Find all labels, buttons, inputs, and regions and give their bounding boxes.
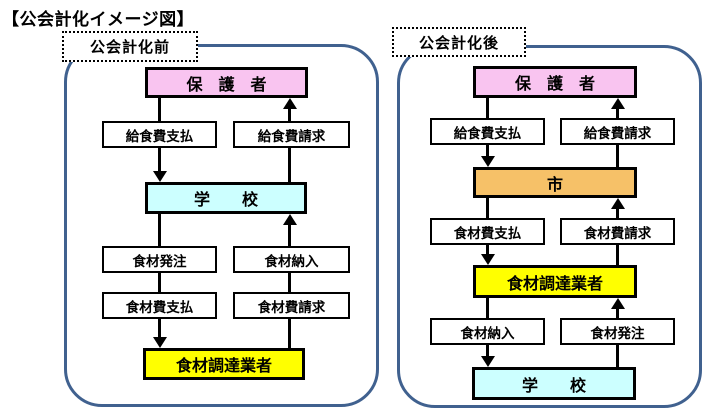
after-food-cost-payment-box: 食材費支払: [430, 218, 545, 245]
flow-line: [486, 245, 489, 255]
arrow-down-icon: [153, 337, 167, 348]
flow-line: [616, 209, 619, 218]
after-school-box: 学 校: [472, 367, 636, 400]
after-city-box: 市: [473, 167, 637, 198]
after-food-cost-billing-box: 食材費請求: [560, 218, 675, 245]
arrow-up-icon: [611, 98, 625, 109]
flow-line: [486, 345, 489, 357]
before-panel-border: [64, 44, 379, 407]
after-panel-label: 公会計化後: [392, 27, 526, 57]
flow-line: [158, 273, 161, 292]
flow-line: [486, 298, 489, 318]
arrow-up-icon: [283, 98, 297, 109]
flow-line: [288, 319, 291, 348]
after-food-order-box: 食材発注: [560, 318, 675, 345]
flow-line: [616, 245, 619, 265]
flow-line: [486, 198, 489, 218]
arrow-down-icon: [153, 171, 167, 182]
after-panel-border: [397, 45, 702, 408]
before-guardian-box: 保 護 者: [145, 67, 308, 98]
after-guardian-box: 保 護 者: [473, 66, 637, 98]
before-panel-label: 公会計化前: [62, 31, 198, 62]
flow-line: [486, 145, 489, 157]
after-food-delivery-box: 食材納入: [430, 318, 545, 345]
before-lunch-fee-billing-box: 給食費請求: [233, 121, 350, 148]
after-lunch-fee-payment-box: 給食費支払: [430, 118, 545, 145]
flow-line: [486, 98, 489, 118]
flow-line: [616, 345, 619, 367]
after-lunch-fee-billing-box: 給食費請求: [560, 118, 675, 145]
arrow-down-icon: [481, 356, 495, 367]
arrow-up-icon: [611, 298, 625, 309]
before-food-order-box: 食材発注: [102, 246, 217, 273]
flow-line: [616, 145, 619, 167]
arrow-down-icon: [481, 156, 495, 167]
flow-line: [158, 214, 161, 246]
flow-line: [616, 309, 619, 318]
arrow-down-icon: [481, 254, 495, 265]
flow-line: [158, 319, 161, 338]
flow-line: [158, 98, 161, 121]
flow-line: [288, 225, 291, 246]
flow-line: [616, 109, 619, 118]
flow-line: [288, 273, 291, 292]
before-lunch-fee-payment-box: 給食費支払: [102, 121, 217, 148]
diagram-title: 【公会計化イメージ図】: [2, 10, 195, 30]
before-food-cost-billing-box: 食材費請求: [233, 292, 350, 319]
before-food-delivery-box: 食材納入: [233, 246, 350, 273]
flow-line: [288, 109, 291, 121]
after-supplier-box: 食材調達業者: [473, 265, 637, 298]
flow-line: [158, 148, 161, 172]
flow-line: [288, 148, 291, 182]
before-supplier-box: 食材調達業者: [143, 348, 305, 380]
before-food-cost-payment-box: 食材費支払: [102, 292, 217, 319]
arrow-up-icon: [283, 214, 297, 225]
arrow-up-icon: [611, 198, 625, 209]
before-school-box: 学 校: [145, 182, 307, 214]
